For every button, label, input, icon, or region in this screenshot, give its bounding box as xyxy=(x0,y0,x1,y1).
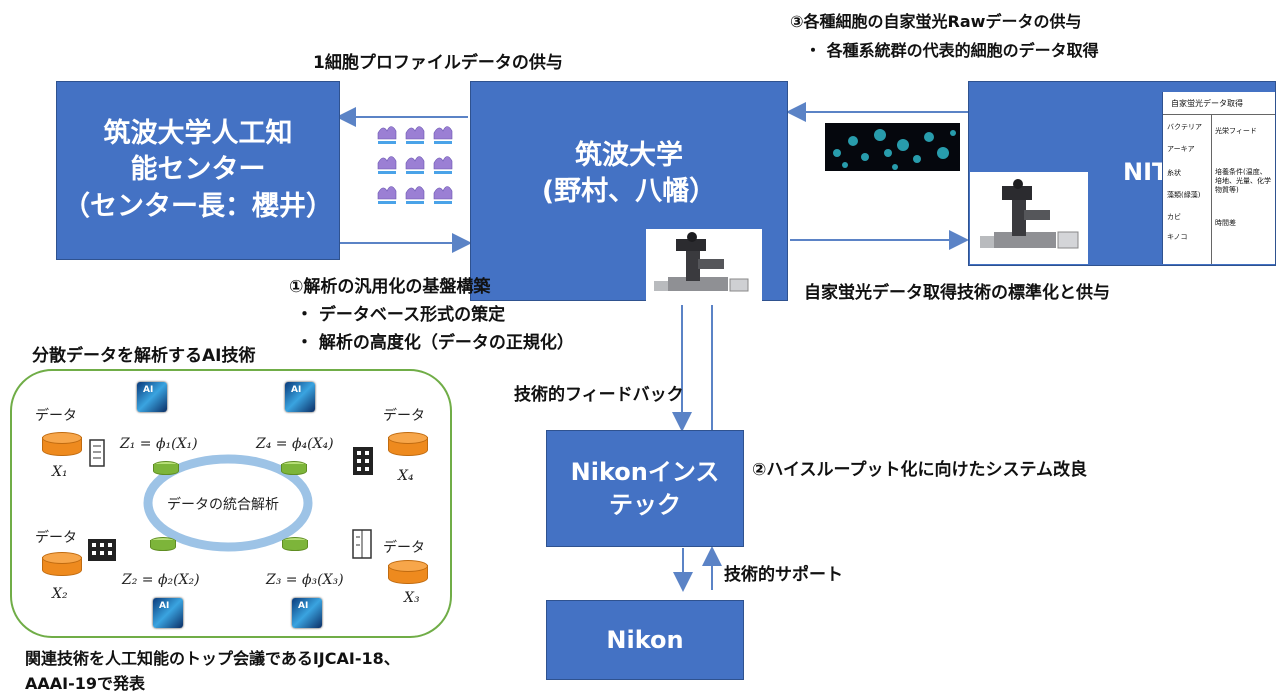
microscope-image-tsukuba xyxy=(646,229,762,304)
building-icon-2 xyxy=(88,539,116,561)
equation-2: Z₂ = ϕ₂(X₂) xyxy=(122,572,200,588)
label-nite-title: ③各種細胞の自家蛍光Rawデータの供与 xyxy=(790,12,1082,31)
equation-1: Z₁ = ϕ₁(X₁) xyxy=(120,436,198,452)
building-icon-3 xyxy=(352,529,372,559)
label-conference-line1: 関連技術を人工知能のトップ会議であるIJCAI-18、 xyxy=(25,649,400,668)
fluorescence-image xyxy=(825,123,960,171)
x-label-3: X₃ xyxy=(404,590,420,606)
nikon-instech-line1: Nikonインス xyxy=(570,458,720,487)
nite-left-5: カビ xyxy=(1167,213,1181,221)
database-icon-3 xyxy=(388,560,428,586)
label-provide-profile: 1細胞プロファイルデータの供与 xyxy=(313,53,563,73)
equation-4: Z₄ = ϕ₄(X₄) xyxy=(256,436,334,452)
nite-right-3: 時間差 xyxy=(1215,219,1236,227)
building-icon-4 xyxy=(353,447,373,475)
ai-center-line2: 能センター xyxy=(130,154,266,186)
node-2 xyxy=(150,537,176,551)
nikon-label: Nikon xyxy=(606,626,684,654)
ai-center-line3: （センター長：櫻井） xyxy=(63,190,333,222)
nite-table-title: 自家蛍光データ取得 xyxy=(1171,99,1243,108)
database-icon-1 xyxy=(42,432,82,458)
database-icon-4 xyxy=(388,432,428,458)
equation-3: Z₃ = ϕ₃(X₃) xyxy=(266,572,344,588)
ai-chip-icon-3: AI xyxy=(292,598,322,628)
distributed-panel xyxy=(10,369,452,638)
label-tech-feedback: 技術的フィードバック xyxy=(514,385,684,405)
x-label-2: X₂ xyxy=(52,586,68,602)
nite-right-1: 光栄フィード xyxy=(1215,127,1257,135)
nite-left-4: 藻類(緑藻) xyxy=(1167,191,1201,199)
label-analysis-title: ①解析の汎用化の基盤構築 xyxy=(289,277,491,297)
label-standardize: 自家蛍光データ取得技術の標準化と供与 xyxy=(804,283,1110,303)
box-ai-center: 筑波大学人工知 能センター （センター長：櫻井） xyxy=(56,81,340,260)
label-high-throughput: ②ハイスループット化に向けたシステム改良 xyxy=(752,460,1088,480)
data-label-4: データ xyxy=(383,408,425,424)
box-nikon-instech: Nikonインス テック xyxy=(546,430,744,547)
database-icon-2 xyxy=(42,552,82,578)
nite-left-2: アーキア xyxy=(1167,145,1195,153)
ai-center-line1: 筑波大学人工知 xyxy=(103,117,293,149)
data-label-2: データ xyxy=(35,530,77,546)
label-tech-support: 技術的サポート xyxy=(724,565,843,585)
ai-chip-icon-4: AI xyxy=(285,382,315,412)
node-4 xyxy=(281,461,307,475)
tsukuba-line2: (野村、八幡） xyxy=(541,176,717,208)
tsukuba-line1: 筑波大学 xyxy=(575,140,683,171)
microscope-image-nite xyxy=(970,172,1088,264)
label-conference-line2: AAAI-19で発表 xyxy=(25,674,146,693)
nite-left-1: バクテリア xyxy=(1167,123,1202,131)
nite-table: 自家蛍光データ取得 バクテリア アーキア 糸状 藻類(緑藻) カビ キノコ 光栄… xyxy=(1162,92,1275,264)
label-distributed-title: 分散データを解析するAI技術 xyxy=(32,346,256,366)
label-analysis-bullet1: ・ データベース形式の策定 xyxy=(296,305,506,325)
nikon-instech-line2: テック xyxy=(608,490,681,519)
data-label-3: データ xyxy=(383,540,425,556)
x-label-4: X₄ xyxy=(398,468,414,484)
label-nite-bullet: ・ 各種系統群の代表的細胞のデータ取得 xyxy=(805,41,1099,60)
node-1 xyxy=(153,461,179,475)
ai-chip-icon-2: AI xyxy=(153,598,183,628)
integration-label: データの統合解析 xyxy=(167,497,279,513)
data-label-1: データ xyxy=(35,408,77,424)
x-label-1: X₁ xyxy=(52,464,68,480)
box-nikon: Nikon xyxy=(546,600,744,680)
nite-left-6: キノコ xyxy=(1167,233,1188,241)
label-analysis-bullet2: ・ 解析の高度化（データの正規化） xyxy=(296,333,574,353)
node-3 xyxy=(282,537,308,551)
nite-right-2: 培養条件(温度、 培地、光量、化学 物質等) xyxy=(1215,168,1271,195)
building-icon-1 xyxy=(89,439,105,467)
nite-left-3: 糸状 xyxy=(1167,169,1181,177)
ai-chip-icon-1: AI xyxy=(137,382,167,412)
